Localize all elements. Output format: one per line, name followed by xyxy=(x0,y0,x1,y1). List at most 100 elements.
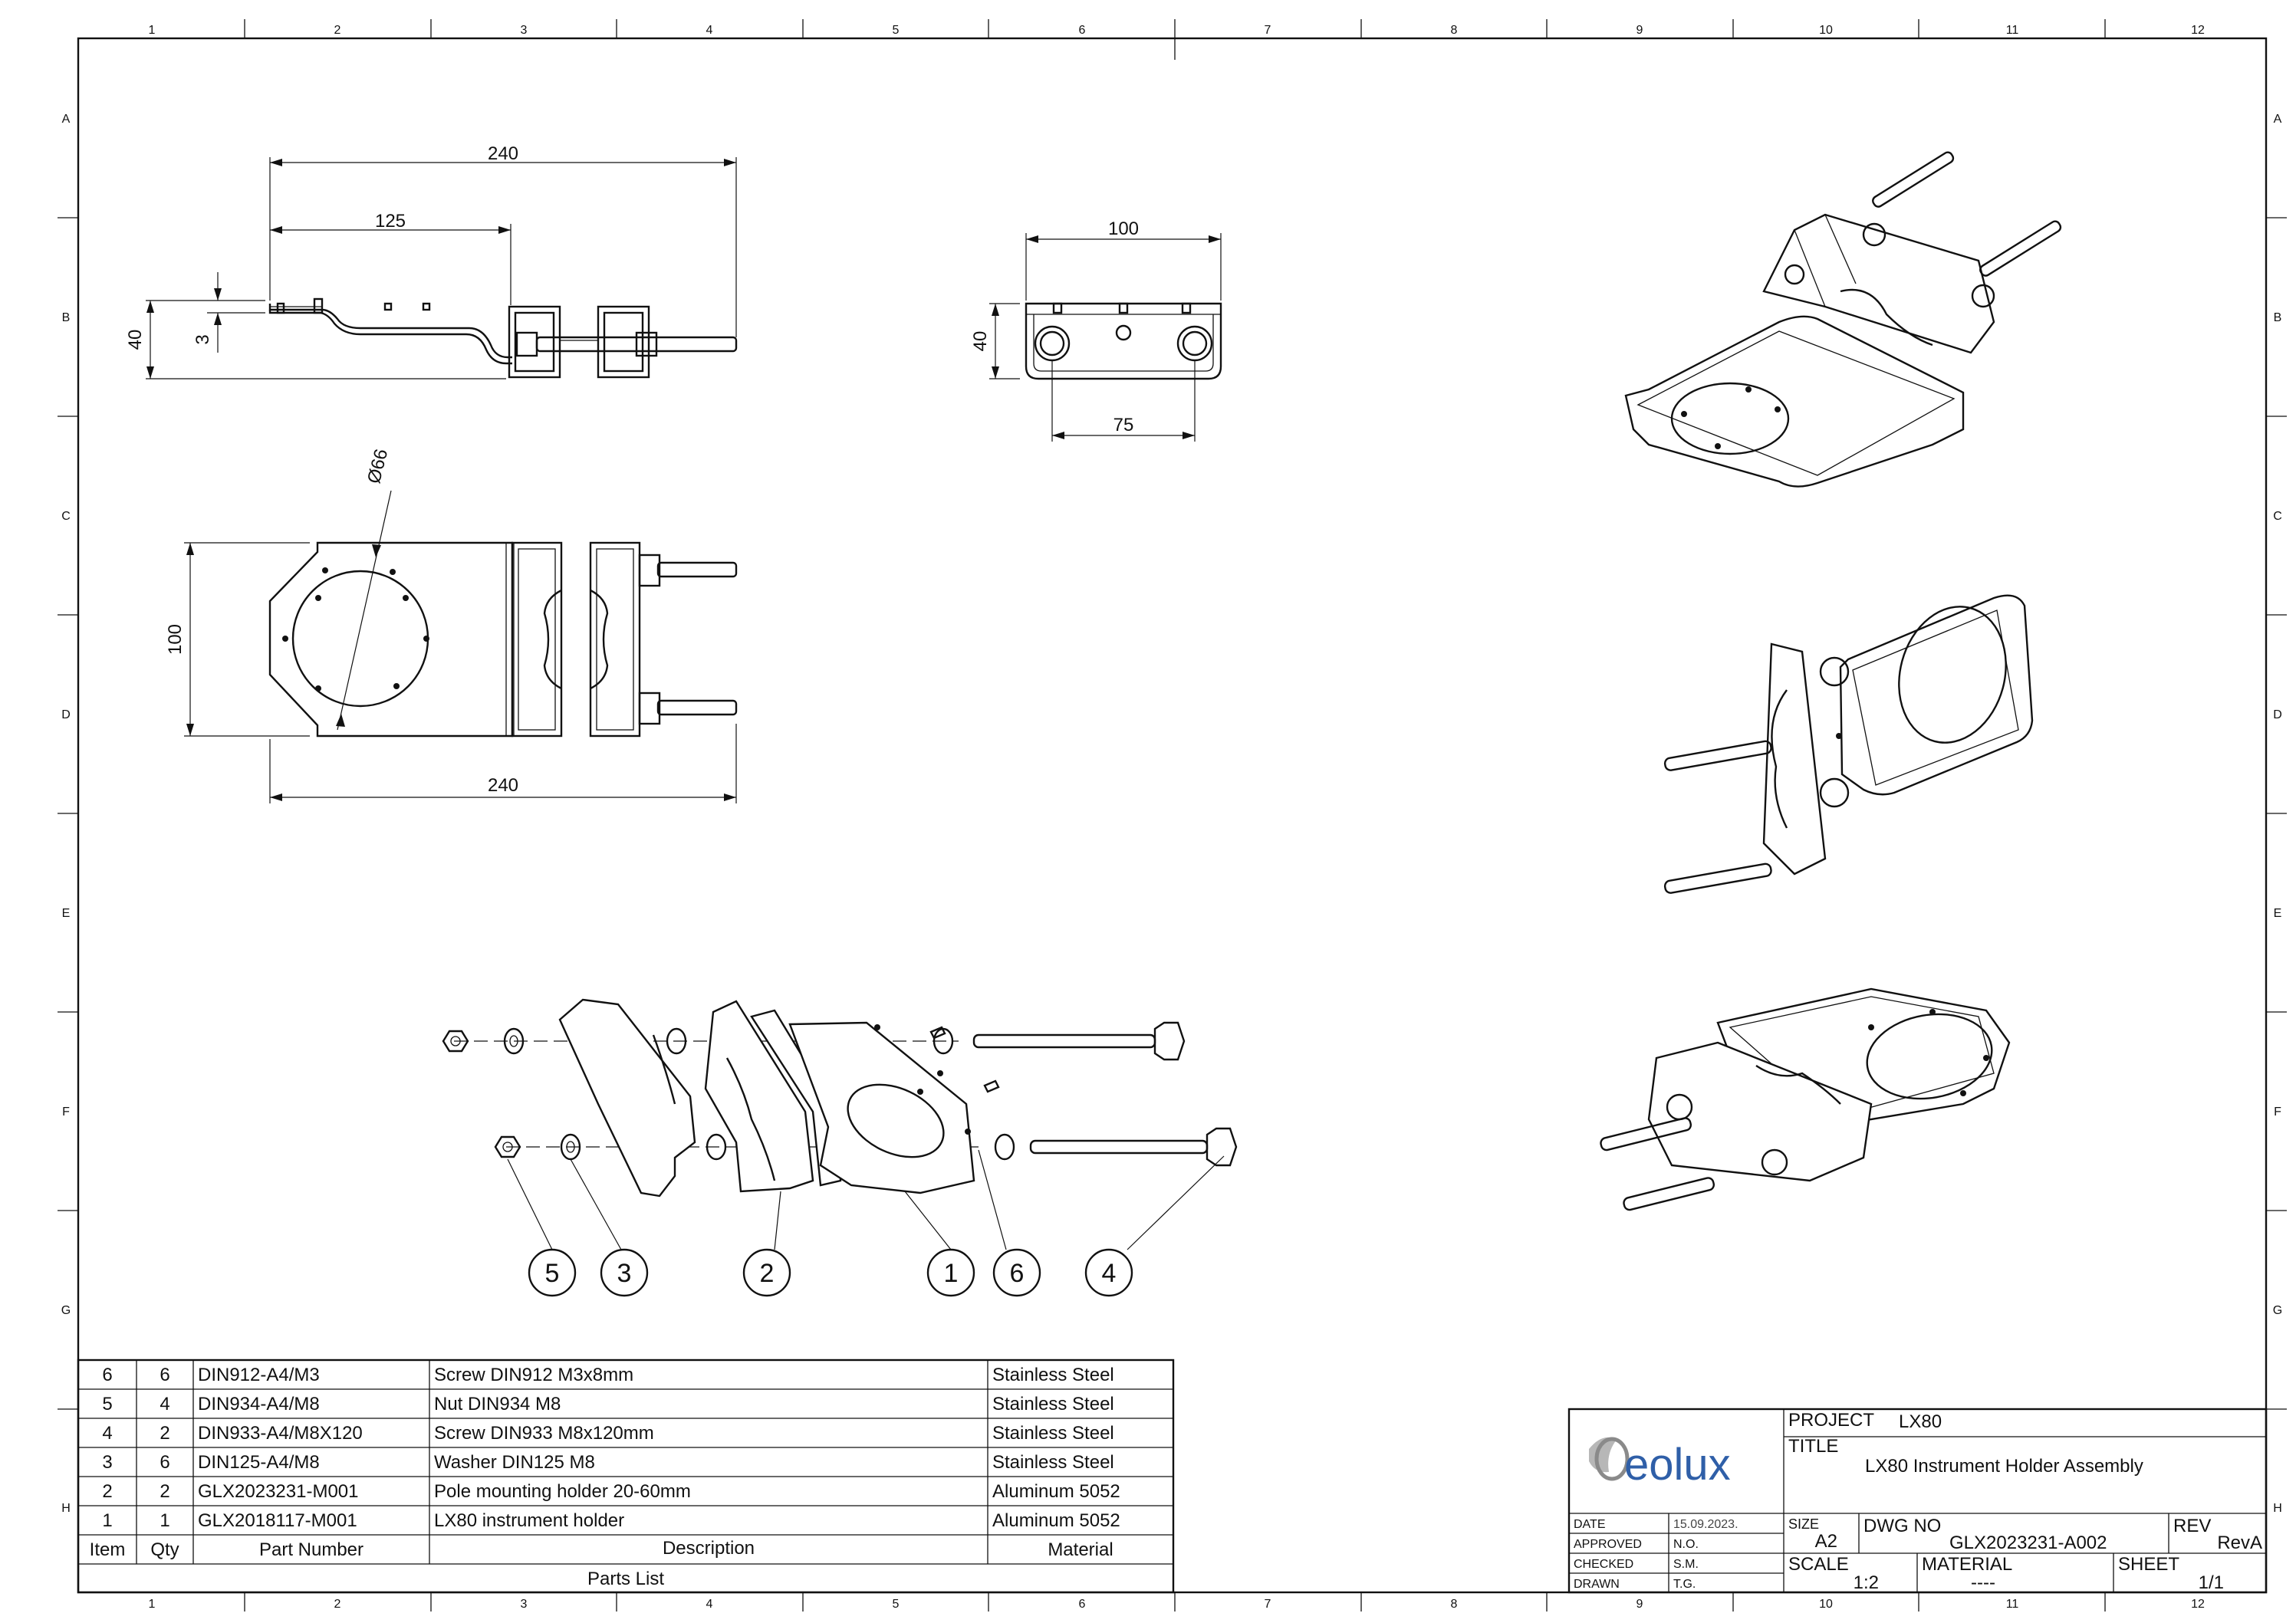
parts-cell: Stainless Steel xyxy=(992,1394,1114,1414)
title-label: TITLE xyxy=(1788,1436,1838,1457)
row-label: F xyxy=(2274,1106,2281,1119)
col-label: 4 xyxy=(706,1598,713,1611)
balloon-label: 4 xyxy=(1102,1259,1117,1288)
parts-cell: LX80 instrument holder xyxy=(434,1510,624,1531)
col-label: 6 xyxy=(1079,1598,1086,1611)
parts-cell: Screw DIN912 M3x8mm xyxy=(434,1365,633,1385)
dimension-label: 40 xyxy=(970,331,991,352)
balloon-label: 6 xyxy=(1010,1259,1025,1288)
col-label: 7 xyxy=(1265,1598,1271,1611)
dimension-label: 100 xyxy=(165,624,186,655)
col-label: 10 xyxy=(1819,1598,1833,1611)
col-label: 10 xyxy=(1819,24,1833,37)
parts-cell: 6 xyxy=(102,1365,112,1385)
item-balloons: 5 3 2 1 6 4 xyxy=(528,1248,1133,1297)
row-label: H xyxy=(61,1502,71,1515)
parts-cell: 2 xyxy=(102,1481,112,1502)
dimension-label: 75 xyxy=(1113,415,1134,435)
col-label: 9 xyxy=(1636,24,1643,37)
scale-label: SCALE xyxy=(1788,1554,1849,1575)
parts-header: Material xyxy=(1048,1539,1113,1560)
col-label: 3 xyxy=(521,24,528,37)
dimension-label: 100 xyxy=(1108,218,1139,239)
parts-cell: 5 xyxy=(102,1394,112,1414)
logo-text: eolux xyxy=(1624,1440,1731,1490)
dimension-label: Ø66 xyxy=(363,447,392,486)
col-label: 12 xyxy=(2191,1598,2205,1611)
parts-cell: Aluminum 5052 xyxy=(992,1510,1120,1531)
parts-cell: Pole mounting holder 20-60mm xyxy=(434,1481,691,1502)
exploded-view xyxy=(442,998,1238,1250)
parts-cell: Nut DIN934 M8 xyxy=(434,1394,561,1414)
col-label: 1 xyxy=(149,1598,156,1611)
drawn-label: DRAWN xyxy=(1574,1578,1620,1591)
dimension-label: 240 xyxy=(488,143,518,164)
dimension-label: 125 xyxy=(375,211,406,232)
parts-cell: GLX2018117-M001 xyxy=(198,1510,357,1531)
row-label: H xyxy=(2273,1502,2282,1515)
dwg-value: GLX2023231-A002 xyxy=(1949,1533,2107,1553)
material-label: MATERIAL xyxy=(1922,1554,2012,1575)
company-logo: eolux xyxy=(1589,1437,1731,1490)
parts-cell: Stainless Steel xyxy=(992,1423,1114,1444)
size-value: A2 xyxy=(1815,1531,1837,1552)
balloon-label: 2 xyxy=(760,1259,775,1288)
project-value: LX80 xyxy=(1899,1411,1942,1432)
top-view: Ø66 100 240 xyxy=(165,447,738,803)
parts-cell: DIN933-A4/M8X120 xyxy=(198,1423,363,1444)
parts-header: Description xyxy=(663,1538,755,1559)
rev-label: REV xyxy=(2173,1516,2211,1536)
row-label: E xyxy=(62,907,71,920)
parts-header: Item xyxy=(90,1539,126,1560)
col-label: 5 xyxy=(893,24,900,37)
dimension-label: 40 xyxy=(125,330,146,350)
row-label: A xyxy=(62,113,71,126)
parts-cell: 6 xyxy=(160,1452,169,1473)
col-label: 5 xyxy=(893,1598,900,1611)
parts-cell: Aluminum 5052 xyxy=(992,1481,1120,1502)
sheet-value: 1/1 xyxy=(2199,1572,2224,1593)
balloon-label: 3 xyxy=(617,1259,632,1288)
col-label: 3 xyxy=(521,1598,528,1611)
row-label: C xyxy=(2273,510,2282,523)
checked-value: S.M. xyxy=(1673,1558,1699,1571)
parts-cell: GLX2023231-M001 xyxy=(198,1481,358,1502)
balloon-label: 5 xyxy=(545,1259,560,1288)
row-label: C xyxy=(61,510,71,523)
parts-cell: DIN912-A4/M3 xyxy=(198,1365,320,1385)
dwg-label: DWG NO xyxy=(1863,1516,1941,1536)
rev-value: RevA xyxy=(2217,1533,2262,1553)
row-label: A xyxy=(2274,113,2282,126)
parts-cell: Stainless Steel xyxy=(992,1452,1114,1473)
parts-cell: Washer DIN125 M8 xyxy=(434,1452,595,1473)
row-label: B xyxy=(62,311,71,324)
col-label: 4 xyxy=(706,24,713,37)
parts-list-caption: Parts List xyxy=(587,1569,664,1589)
parts-cell: 2 xyxy=(160,1423,169,1444)
front-view: 100 40 75 xyxy=(970,218,1222,442)
col-label: 7 xyxy=(1265,24,1271,37)
side-view: 240 125 40 3 xyxy=(125,143,738,379)
parts-list: 6 6 DIN912-A4/M3 Screw DIN912 M3x8mm Sta… xyxy=(77,1359,1175,1594)
checked-label: CHECKED xyxy=(1574,1558,1633,1571)
title-block: eolux PROJECT LX80 TITLE LX80 Instrument… xyxy=(1567,1408,2268,1594)
approved-label: APPROVED xyxy=(1574,1538,1642,1551)
parts-cell: 3 xyxy=(102,1452,112,1473)
row-label: G xyxy=(2273,1304,2282,1317)
row-label: B xyxy=(2274,311,2282,324)
material-value: ---- xyxy=(1971,1572,1995,1593)
iso-view-2 xyxy=(1663,594,2034,894)
date-label: DATE xyxy=(1574,1518,1605,1531)
parts-cell: DIN934-A4/M8 xyxy=(198,1394,320,1414)
col-label: 11 xyxy=(2006,24,2019,37)
row-label: F xyxy=(62,1106,70,1119)
col-label: 2 xyxy=(334,1598,341,1611)
row-label: D xyxy=(2273,708,2282,721)
parts-header: Qty xyxy=(150,1539,179,1560)
col-label: 9 xyxy=(1636,1598,1643,1611)
parts-cell: 2 xyxy=(160,1481,169,1502)
col-label: 1 xyxy=(149,24,156,37)
parts-cell: Screw DIN933 M8x120mm xyxy=(434,1423,654,1444)
approved-value: N.O. xyxy=(1673,1538,1699,1551)
